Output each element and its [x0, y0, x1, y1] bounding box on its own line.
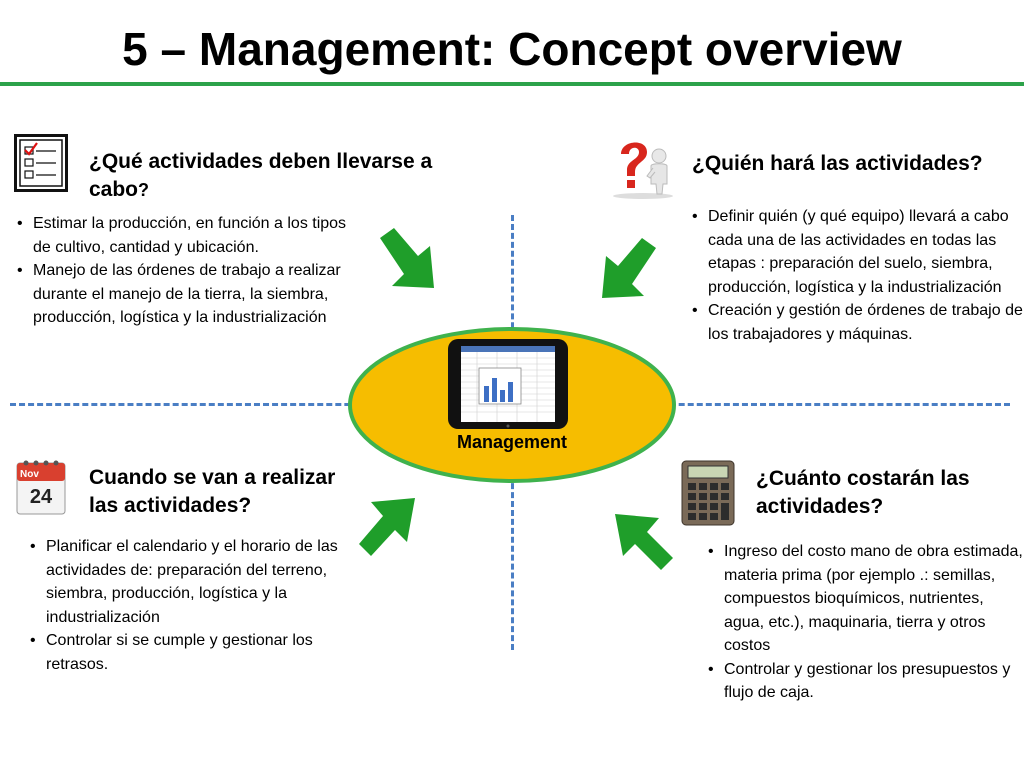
list-item: Manejo de las órdenes de trabajo a reali… — [17, 259, 348, 330]
list-item: Creación y gestión de órdenes de trabajo… — [692, 299, 1024, 346]
arrow-top-right-icon — [602, 238, 656, 298]
list-item: Definir quién (y qué equipo) llevará a c… — [692, 205, 1024, 299]
calculator-icon — [681, 460, 735, 526]
question-what-text: ¿Qué actividades deben llevarse a cabo — [89, 150, 433, 201]
list-item: Ingreso del costo mano de obra estimada,… — [708, 540, 1024, 658]
calendar-month: Nov — [20, 469, 39, 480]
list-item: Controlar si se cumple y gestionar los r… — [30, 629, 371, 676]
slide-title: 5 – Management: Concept overview — [122, 23, 902, 75]
what-bullet-list: Estimar la producción, en función a los … — [15, 212, 348, 330]
management-label: Management — [456, 432, 568, 452]
when-bullet-list: Planificar el calendario y el horario de… — [28, 535, 371, 676]
question-how-much: ¿Cuánto costarán las actividades? — [756, 467, 970, 518]
spreadsheet-screen-icon — [448, 339, 568, 429]
calendar-icon: Nov 24 — [16, 459, 66, 515]
list-item: Estimar la producción, en función a los … — [17, 212, 348, 259]
calendar-day: 24 — [29, 486, 53, 508]
checklist-icon — [14, 134, 68, 192]
how-much-bullet-list: Ingreso del costo mano de obra estimada,… — [706, 540, 1024, 705]
list-item: Controlar y gestionar los presupuestos y… — [708, 658, 1024, 705]
question-what-mark: ? — [138, 180, 150, 200]
question-person-icon — [613, 142, 673, 199]
question-who: ¿Quién hará las actividades? — [692, 152, 983, 175]
who-bullet-list: Definir quién (y qué equipo) llevará a c… — [690, 205, 1024, 346]
question-what: ¿Qué actividades deben llevarse a cabo? — [89, 148, 459, 204]
arrow-bottom-left-icon — [359, 498, 415, 556]
question-when: Cuando se van a realizar las actividades… — [89, 466, 336, 517]
arrow-top-left-icon — [380, 228, 434, 288]
arrow-bottom-right-icon — [615, 514, 673, 570]
title-underline — [0, 82, 1024, 86]
list-item: Planificar el calendario y el horario de… — [30, 535, 371, 629]
